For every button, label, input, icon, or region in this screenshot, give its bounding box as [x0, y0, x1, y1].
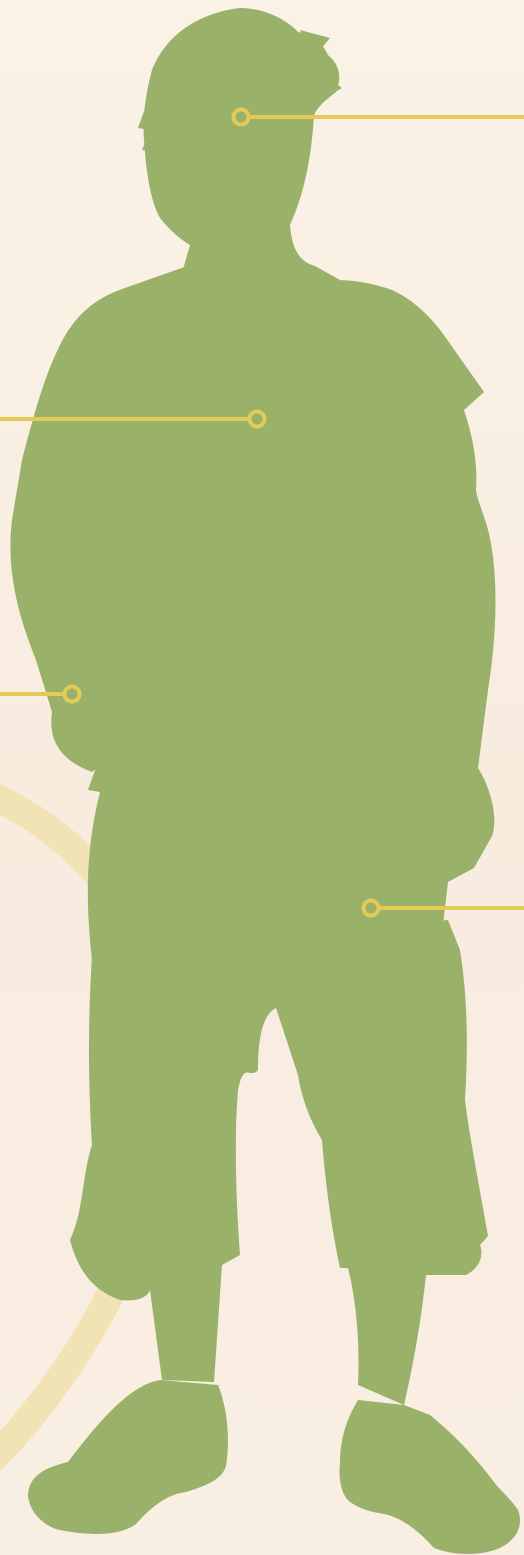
callout-dot-icon: [250, 412, 265, 427]
callout-dot-icon: [234, 110, 249, 125]
callout-hand: [0, 687, 80, 702]
right-shoe: [339, 1400, 520, 1554]
callout-dot-icon: [364, 901, 379, 916]
legs-shape: [70, 920, 488, 1405]
callout-dot-icon: [65, 687, 80, 702]
